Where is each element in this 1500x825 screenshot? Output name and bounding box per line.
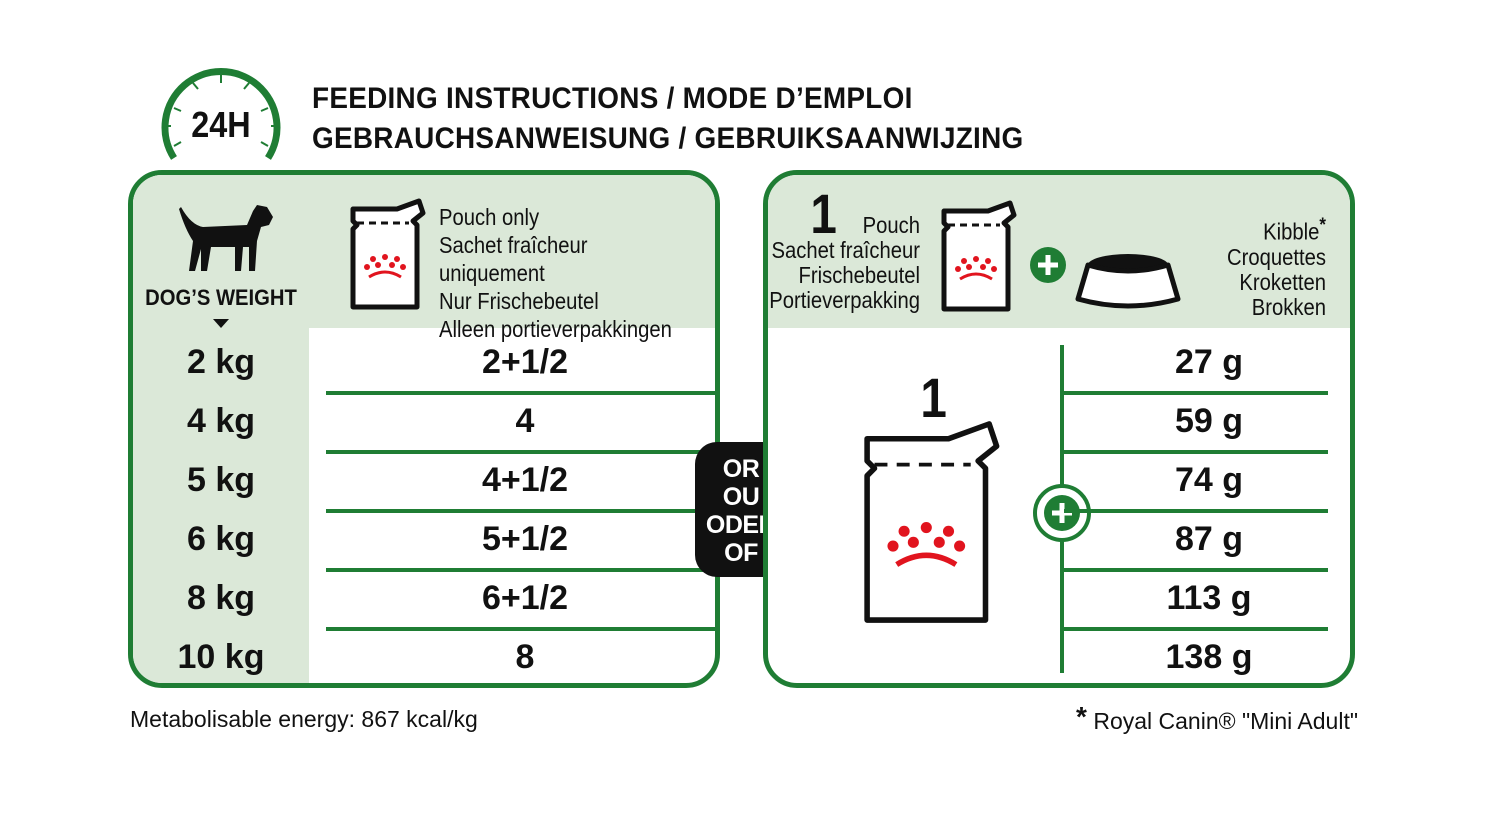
kibble-line: Kroketten — [1239, 268, 1326, 295]
kibble-gram-cell: 87 g — [1174, 520, 1244, 558]
row-divider — [1064, 450, 1328, 454]
kibble-gram-cell: 113 g — [1166, 579, 1252, 617]
weight-cell: 5 kg — [186, 461, 256, 499]
weight-cell: 2 kg — [186, 343, 256, 381]
weight-cell: 8 kg — [186, 579, 256, 617]
plus-icon — [1030, 247, 1066, 283]
title-line-2: GEBRAUCHSANWEISUNG / GEBRUIKSAANWIJZING — [312, 122, 1024, 155]
large-pouch-icon — [864, 421, 1000, 623]
pouch-line: Frischebeutel — [798, 262, 920, 288]
or-text: OF — [724, 539, 758, 567]
row-divider — [326, 509, 715, 513]
dog-icon — [179, 205, 273, 271]
pouch-line: Sachet fraîcheur — [771, 237, 920, 263]
row-divider — [326, 450, 715, 454]
clock-label: 24H — [191, 104, 251, 145]
kibble-gram-cell: 74 g — [1174, 461, 1244, 499]
pouch-count: 1 — [810, 182, 837, 245]
pouch-amount-cell: 5+1/2 — [481, 520, 569, 558]
weight-cell: 4 kg — [186, 402, 256, 440]
weight-cell: 6 kg — [186, 520, 256, 558]
pouch-amount-cell: 6+1/2 — [481, 579, 569, 617]
row-divider — [1064, 568, 1328, 572]
row-divider — [1064, 509, 1328, 513]
pouch-amount-cell: 2+1/2 — [481, 343, 569, 381]
pouch-amount-cell: 4 — [515, 402, 535, 440]
kibble-gram-cell: 59 g — [1174, 402, 1244, 440]
kibble-bowl-icon — [1075, 254, 1181, 309]
footnote: Royal Canin® "Mini Adult" — [1093, 708, 1358, 734]
triangle-down-icon — [213, 319, 229, 328]
pouch-line: Pouch — [862, 212, 920, 238]
row-divider — [1064, 391, 1328, 395]
kibble-line: Croquettes — [1226, 243, 1326, 270]
metabolisable-energy: Metabolisable energy: 867 kcal/kg — [130, 706, 478, 732]
kibble-gram-cell: 138 g — [1165, 638, 1253, 676]
kibble-line: Kibble* — [1263, 215, 1326, 245]
pouch-only-line: Sachet fraîcheur uniquement — [439, 232, 588, 286]
pouch-plus-kibble-panel: 1 Pouch Sachet fraîcheur Frischebeutel P… — [763, 170, 1355, 688]
or-text: OR — [722, 455, 760, 483]
pouch-amount-cell: 4+1/2 — [481, 461, 569, 499]
row-divider — [326, 627, 715, 631]
pouch-only-line: Nur Frischebeutel — [439, 288, 599, 314]
kibble-gram-cell: 27 g — [1174, 343, 1244, 381]
or-text: OU — [722, 483, 760, 511]
pouch-only-line: Pouch only — [439, 204, 540, 230]
plus-circle-icon — [1033, 484, 1091, 542]
pouch-only-panel: DOG’S WEIGHT Pouch only Sachet fraîcheur… — [128, 170, 720, 688]
pouch-amount-cell: 8 — [515, 638, 535, 676]
weight-cell: 10 kg — [177, 638, 265, 676]
title-line-1: FEEDING INSTRUCTIONS / MODE D’EMPLOI — [312, 82, 913, 115]
footnote-star: * — [1076, 701, 1087, 732]
pouch-icon — [941, 200, 1017, 312]
pouch-line: Portieverpakking — [769, 287, 920, 313]
row-divider — [326, 568, 715, 572]
pouch-icon — [350, 198, 426, 310]
24h-clock-icon: 24H — [160, 66, 282, 162]
row-divider — [326, 391, 715, 395]
big-pouch-count: 1 — [920, 366, 947, 429]
kibble-line: Brokken — [1251, 293, 1326, 320]
row-divider — [1064, 627, 1328, 631]
pouch-only-line: Alleen portieverpakkingen — [439, 316, 672, 342]
dogs-weight-label: DOG’S WEIGHT — [145, 285, 297, 310]
